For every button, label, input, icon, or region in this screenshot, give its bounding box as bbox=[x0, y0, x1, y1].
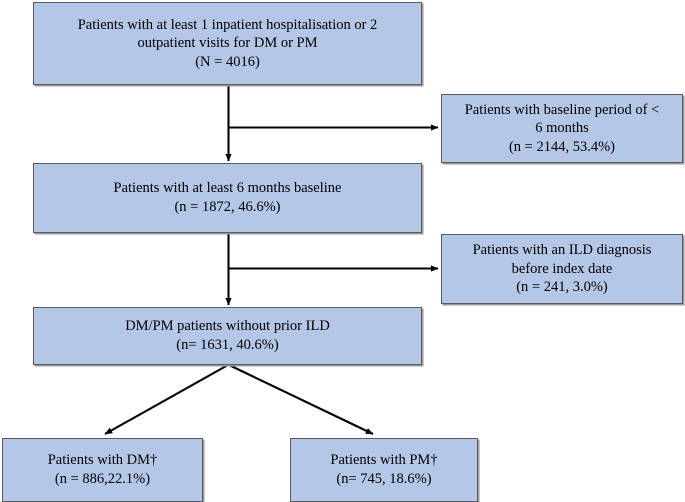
arrow-noprior-ild-to-dm bbox=[104, 364, 229, 435]
at-least-6-months-baseline-label: Patients with at least 6 months baseline… bbox=[113, 180, 342, 215]
excluded-prior-ild-label: Patients with an ILD diagnosis before in… bbox=[472, 242, 652, 296]
total-cohort-label: Patients with at least 1 inpatient hospi… bbox=[77, 16, 378, 70]
excluded-short-baseline-box: Patients with baseline period of < 6 mon… bbox=[441, 94, 683, 163]
at-least-6-months-baseline-box: Patients with at least 6 months baseline… bbox=[33, 163, 422, 233]
dm-pm-without-prior-ild-box: DM/PM patients without prior ILD (n= 163… bbox=[33, 307, 422, 365]
dm-pm-without-prior-ild-label: DM/PM patients without prior ILD (n= 163… bbox=[125, 318, 330, 353]
patients-with-pm-box: Patients with PM† (n= 745, 18.6%) bbox=[290, 438, 478, 502]
patients-with-dm-label: Patients with DM† (n = 886,22.1%) bbox=[47, 452, 158, 487]
excluded-short-baseline-label: Patients with baseline period of < 6 mon… bbox=[464, 101, 660, 155]
arrow-noprior-ild-to-pm bbox=[228, 364, 374, 435]
total-cohort-box: Patients with at least 1 inpatient hospi… bbox=[33, 2, 422, 85]
patients-with-dm-box: Patients with DM† (n = 886,22.1%) bbox=[2, 438, 203, 502]
patients-with-pm-label: Patients with PM† (n= 745, 18.6%) bbox=[330, 452, 438, 487]
excluded-prior-ild-box: Patients with an ILD diagnosis before in… bbox=[441, 234, 683, 304]
